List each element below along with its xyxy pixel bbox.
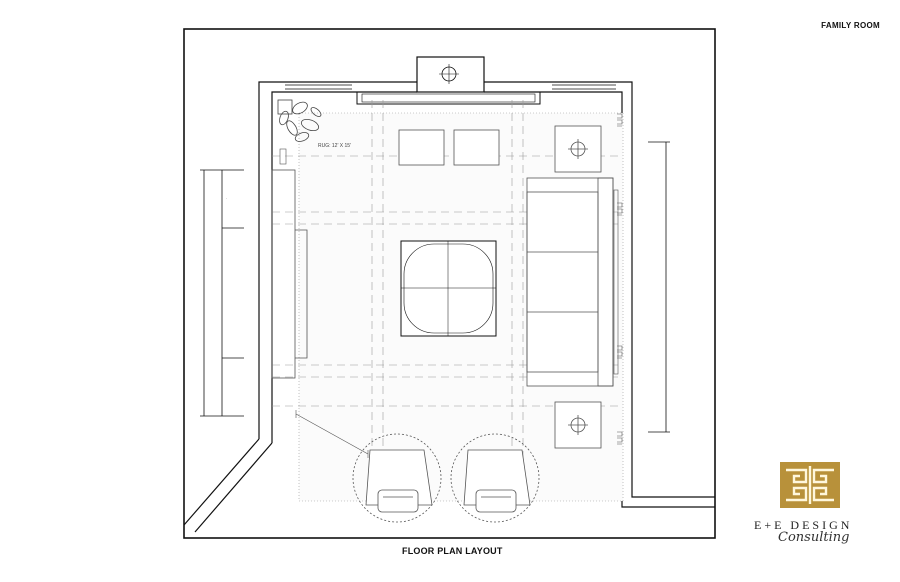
top-windows [285,84,616,90]
media-console [271,169,308,379]
sofa [526,177,614,387]
rug-label: RUG: 12' X 15' [318,143,351,149]
brand-tagline: Consulting [778,530,850,545]
dim-tick-1: · [226,196,227,201]
accent-chair-left [352,433,442,523]
room-label: FAMILY ROOM [821,21,880,30]
left-dimension [200,169,244,417]
brand-name: E+E DESIGN [754,518,853,532]
accent-chair-right [450,433,540,523]
wall-sconces [613,113,623,445]
plant [277,99,322,142]
ottoman-right [453,129,500,166]
coffee-table [400,240,497,337]
fireplace [356,56,541,105]
drawing-frame [183,28,716,539]
greek-key-icon [780,462,840,508]
side-table-top [554,125,602,173]
ottoman-left [398,129,445,166]
side-table-bottom [554,401,602,449]
right-dimension [648,141,670,433]
door-dimension [295,410,369,458]
floor-lamp-base [279,148,287,165]
plan-caption: FLOOR PLAN LAYOUT [402,546,503,556]
brand-logo: E+E DESIGN Consulting [744,458,894,558]
